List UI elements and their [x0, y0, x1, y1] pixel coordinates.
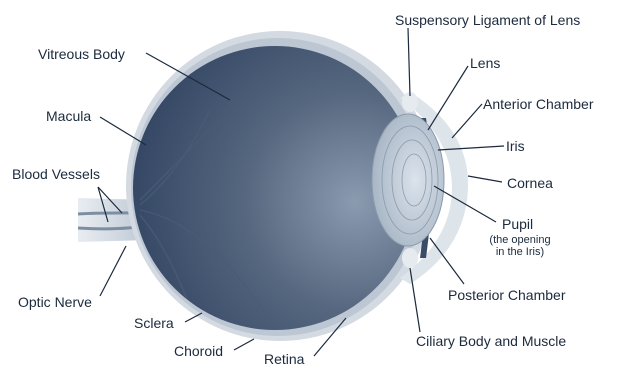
label-optic-nerve: Optic Nerve	[18, 294, 92, 310]
label-ciliary-body: Ciliary Body and Muscle	[416, 333, 566, 349]
label-vitreous-body: Vitreous Body	[38, 46, 125, 62]
label-choroid: Choroid	[174, 343, 223, 359]
label-anterior-chamber: Anterior Chamber	[483, 96, 594, 112]
label-pupil-note-2: in the Iris)	[484, 246, 556, 259]
lens-shape	[372, 114, 444, 246]
ciliary-body-lower	[402, 248, 418, 268]
label-suspensory-ligament: Suspensory Ligament of Lens	[395, 12, 580, 28]
label-sclera: Sclera	[134, 315, 174, 331]
label-lens: Lens	[470, 55, 500, 71]
label-iris: Iris	[506, 138, 525, 154]
label-blood-vessels: Blood Vessels	[12, 166, 100, 182]
label-retina: Retina	[264, 351, 304, 367]
label-pupil: Pupil	[502, 216, 533, 232]
label-cornea: Cornea	[507, 175, 553, 191]
label-macula: Macula	[46, 108, 91, 124]
label-posterior-chamber: Posterior Chamber	[448, 287, 566, 303]
